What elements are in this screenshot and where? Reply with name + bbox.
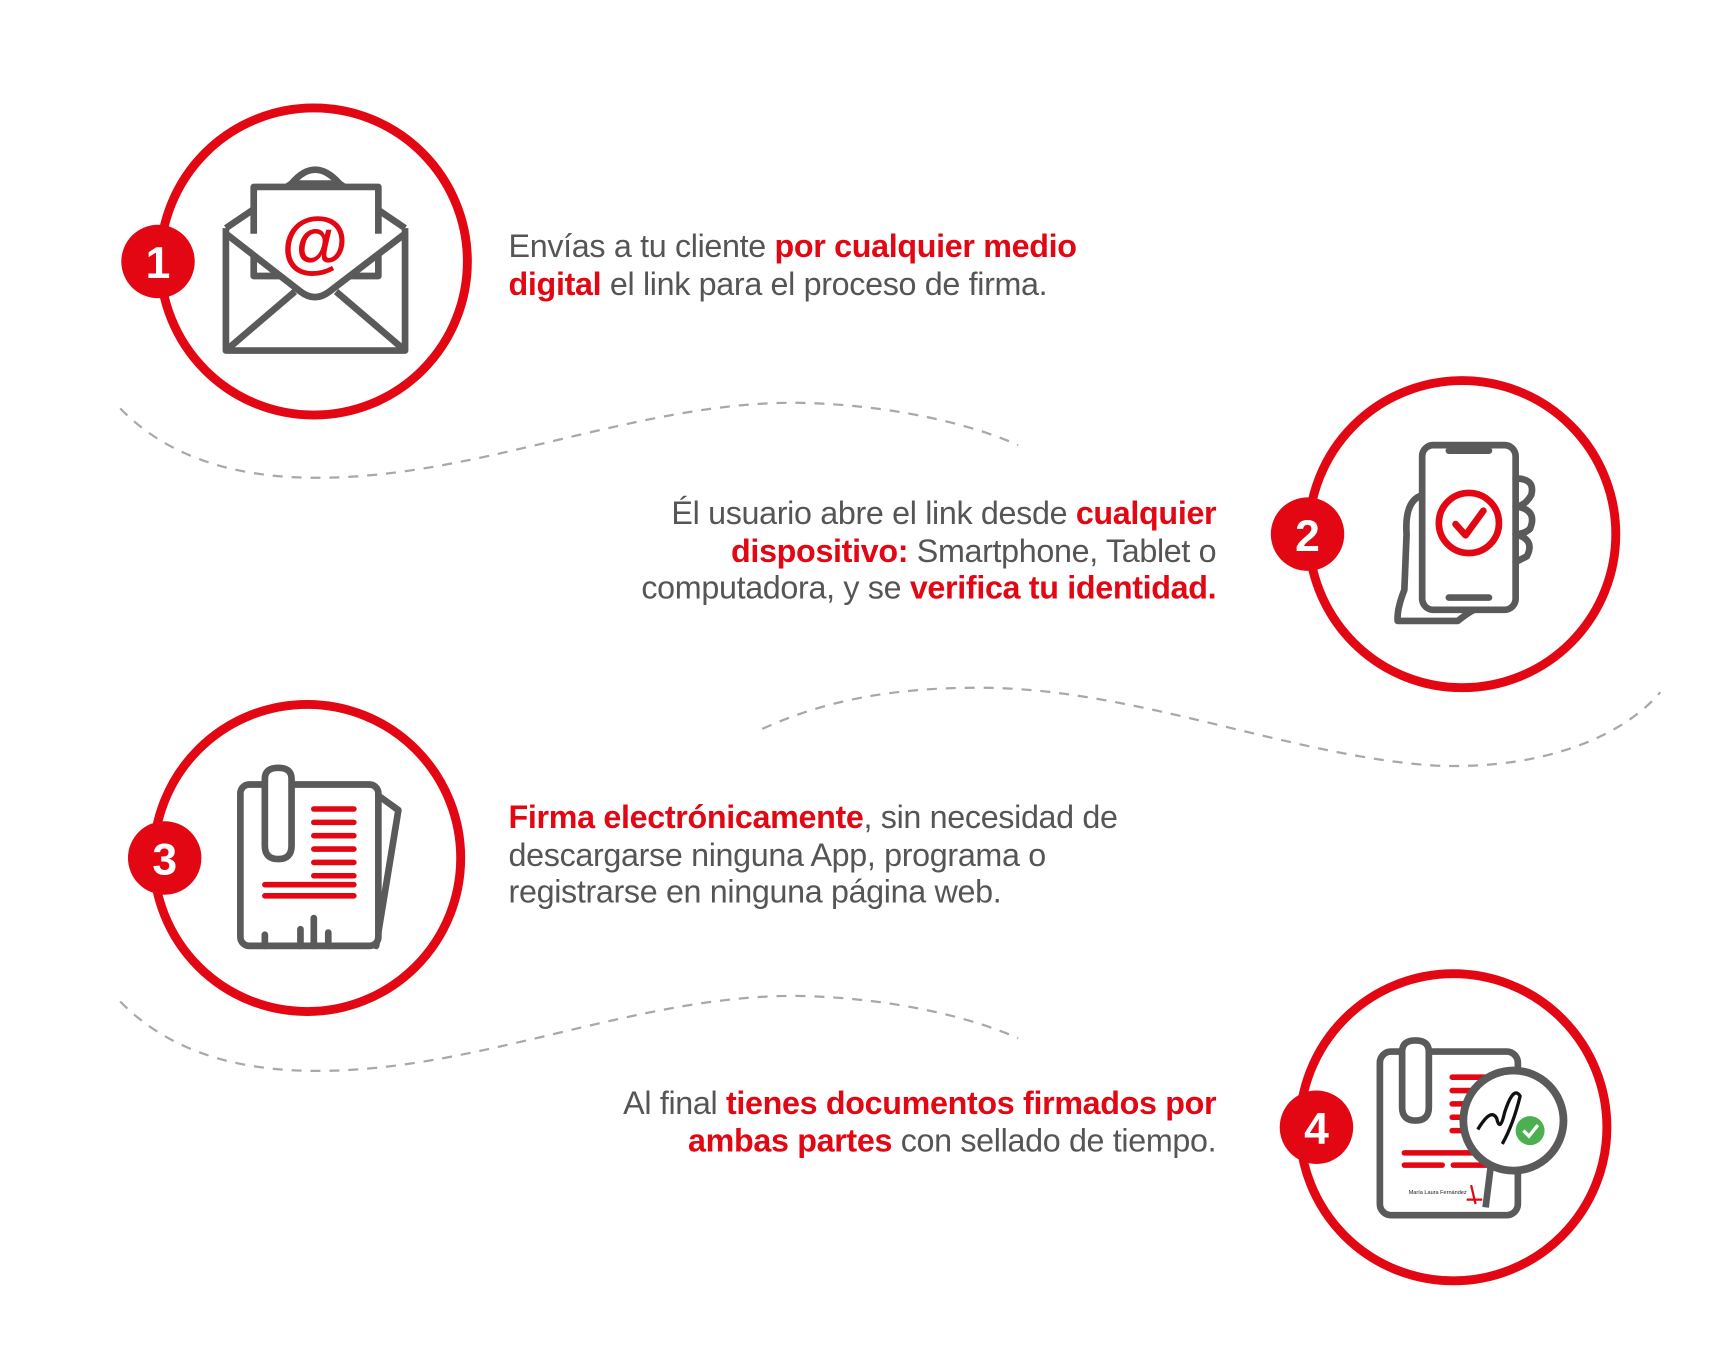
step-2-graphic: 2 — [1270, 376, 1621, 693]
signature-name: María Laura Fernández — [1409, 1190, 1467, 1196]
body-text: Smartphone, Tablet o computadora, y se — [641, 533, 1217, 607]
document-lines-icon — [262, 806, 357, 899]
smartphone-check-icon — [1394, 441, 1536, 625]
step-badge: 1 — [146, 239, 171, 288]
pdf-logo-icon — [1466, 1184, 1483, 1205]
at-symbol-icon: @ — [281, 203, 348, 280]
body-text: el link para el proceso de firma. — [601, 266, 1048, 303]
step-4-text: Al final tienes documentos firmados por … — [579, 1086, 1217, 1161]
highlight-text: tienes documentos firmados por ambas par… — [688, 1086, 1217, 1159]
highlight-text: Firma electrónicamente — [508, 800, 864, 836]
body-text: Al final — [623, 1086, 727, 1122]
body-text: , sin necesidad de descargarse ninguna A… — [508, 800, 1118, 911]
envelope-at-icon — [222, 166, 409, 354]
step-badge: 2 — [1295, 512, 1320, 561]
step-3-graphic: 3 — [127, 699, 466, 1016]
body-text: Envías a tu cliente — [508, 229, 775, 265]
step-badge: 3 — [152, 836, 177, 885]
highlight-text: por cualquier medio digital — [508, 229, 1077, 303]
highlight-text: verifica tu identidad. — [909, 570, 1217, 607]
step-badge: 4 — [1304, 1105, 1329, 1154]
step-2-text: Él usuario abre el link desde cualquier … — [590, 496, 1217, 608]
step-1-text: Envías a tu cliente por cualquier medio … — [509, 229, 1132, 304]
dashed-connector-3 — [119, 994, 1019, 1073]
highlight-text: cualquier dispositivo: — [731, 496, 1217, 570]
step-1-graphic: @ 1 — [121, 103, 472, 420]
document-clip-icon — [237, 764, 402, 950]
body-text: Él usuario abre el link desde — [671, 496, 1076, 532]
magnifier-signature-icon — [1459, 1066, 1568, 1208]
step-3-text: Firma electrónicamente, sin necesidad de… — [509, 800, 1143, 912]
step-4-graphic: María Laura Fernández 4 — [1279, 969, 1612, 1286]
dashed-connector-1 — [119, 401, 1019, 479]
dashed-connector-2 — [761, 686, 1662, 768]
body-text: con sellado de tiempo. — [892, 1123, 1217, 1159]
check-badge-icon — [1515, 1116, 1545, 1146]
